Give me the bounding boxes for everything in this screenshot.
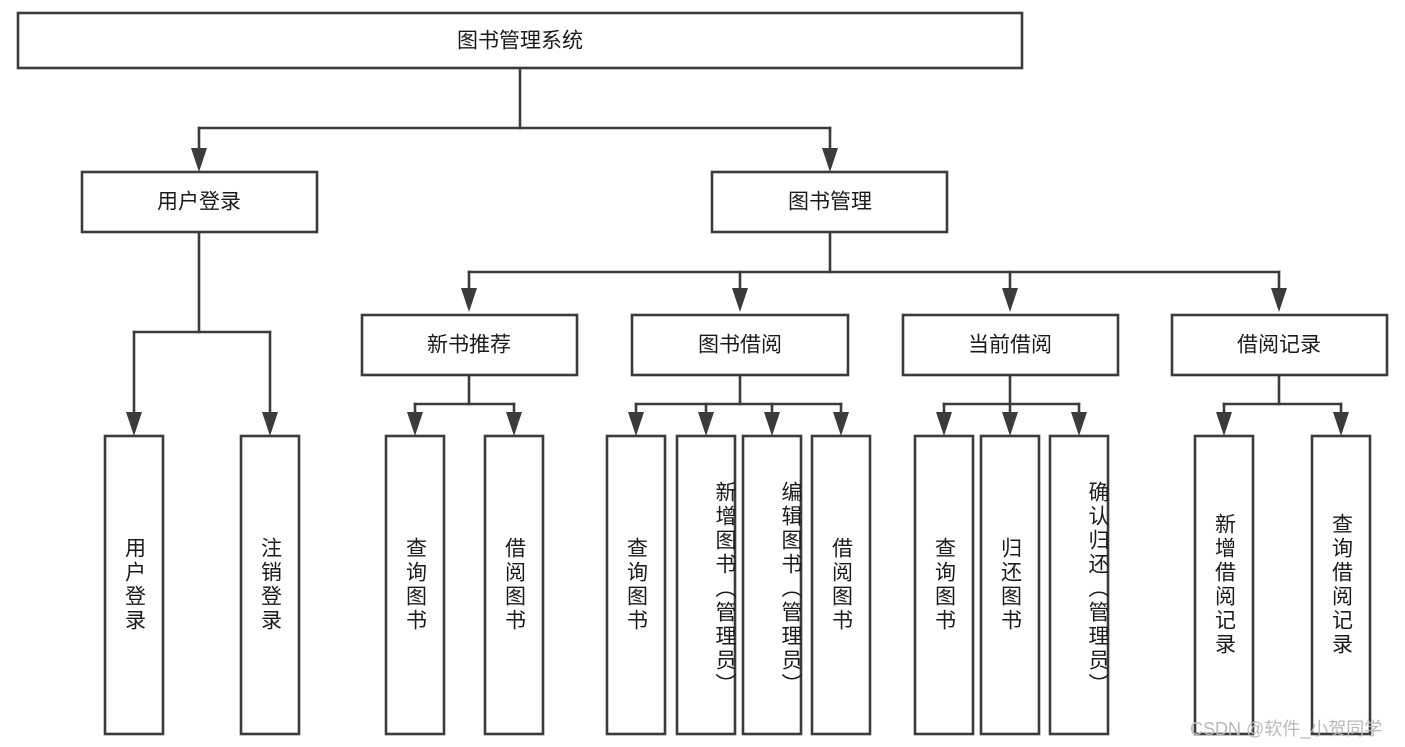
node-label-book-borrow: 图书借阅 (698, 334, 782, 357)
node-label-book-management: 图书管理 (788, 191, 872, 214)
node-box-root[interactable] (16, 11, 1024, 70)
node-box-leaf-logout[interactable] (239, 434, 301, 736)
arrow-head-leaf-currentborrow-3 (1071, 412, 1087, 436)
node-box-leaf-query-book-2[interactable] (605, 434, 667, 736)
node-label-borrow-record: 借阅记录 (1237, 334, 1321, 357)
node-box-user-login[interactable] (80, 170, 319, 234)
arrow-head-leaf-bookborrow-4 (833, 412, 849, 436)
node-box-book-management[interactable] (710, 170, 949, 234)
connector-group-bookborrow (628, 373, 849, 436)
arrow-head-leaf-bookborrow-2 (698, 412, 714, 436)
arrow-head-currentborrow (1002, 288, 1018, 312)
node-box-book-borrow[interactable] (630, 313, 850, 377)
node-box-leaf-borrow-book-2[interactable] (810, 434, 872, 736)
arrow-head-newbook (461, 288, 477, 312)
node-box-new-book-recommend[interactable] (360, 313, 579, 377)
node-box-leaf-user-login[interactable] (103, 434, 165, 736)
arrow-head-leaf-newbook-2 (506, 412, 522, 436)
arrow-head-leaf-bookborrow-3 (764, 412, 780, 436)
arrow-head-bookmgmt (822, 148, 838, 172)
node-box-current-borrow[interactable] (901, 313, 1120, 377)
connector-group-currentborrow (936, 373, 1087, 436)
arrow-head-userlogin (191, 148, 207, 172)
watermark-label: CSDN @软件_小贺同学 (1190, 719, 1383, 739)
arrow-head-leaf-borrowrecord-1 (1216, 412, 1232, 436)
arrow-head-leaf-newbook-1 (407, 412, 423, 436)
node-box-leaf-return-book[interactable] (979, 434, 1041, 736)
node-box-leaf-borrow-book-1[interactable] (483, 434, 545, 736)
arrow-head-leaf-user-login-2 (262, 412, 278, 436)
node-label-user-login: 用户登录 (157, 191, 241, 214)
arrow-head-bookborrow (732, 288, 748, 312)
connector-group-newbook (407, 373, 522, 436)
node-box-leaf-edit-book[interactable] (741, 434, 803, 736)
node-box-leaf-add-book[interactable] (675, 434, 737, 736)
arrow-head-leaf-bookborrow-1 (628, 412, 644, 436)
connector-group-root (191, 66, 838, 172)
connector-group-borrowrecord (1216, 373, 1349, 436)
node-box-leaf-confirm-return[interactable] (1048, 434, 1110, 736)
connector-group-bookmgmt (461, 230, 1287, 312)
connector-group-userlogin (126, 230, 278, 436)
node-label-current-borrow: 当前借阅 (968, 334, 1052, 357)
node-box-leaf-query-book-3[interactable] (913, 434, 975, 736)
arrow-head-leaf-user-login-1 (126, 412, 142, 436)
arrow-head-borrowrecord (1271, 288, 1287, 312)
arrow-head-leaf-borrowrecord-2 (1333, 412, 1349, 436)
arrow-head-leaf-currentborrow-2 (1002, 412, 1018, 436)
node-box-borrow-record[interactable] (1170, 313, 1389, 377)
node-label-root: 图书管理系统 (457, 30, 583, 53)
node-box-leaf-add-record[interactable] (1193, 434, 1255, 736)
arrow-head-leaf-currentborrow-1 (936, 412, 952, 436)
node-box-leaf-query-record[interactable] (1310, 434, 1372, 736)
node-box-leaf-query-book-1[interactable] (384, 434, 446, 736)
node-label-new-book-recommend: 新书推荐 (427, 334, 511, 357)
